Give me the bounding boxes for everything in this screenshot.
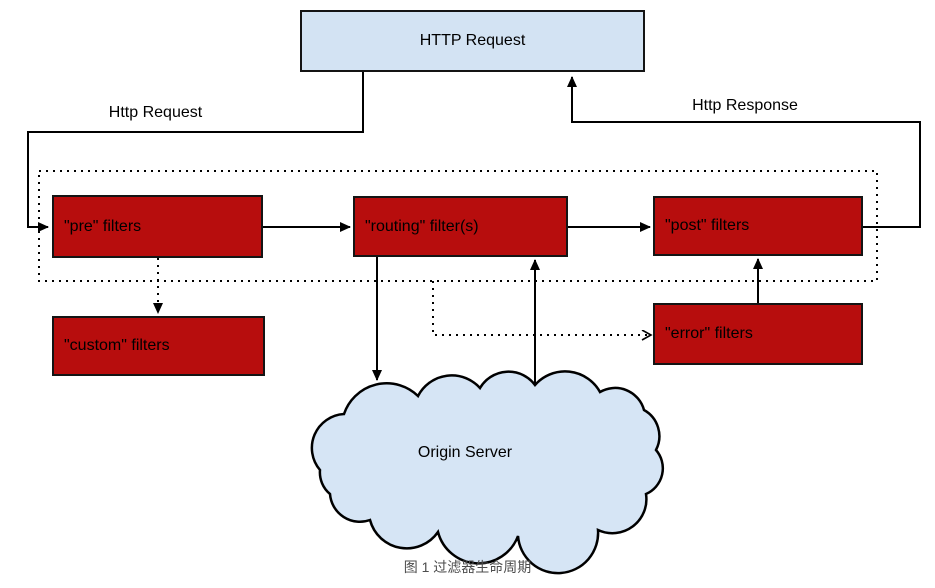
custom-filters-box: "custom" filters [52,316,265,376]
error-filters-box: "error" filters [653,303,863,365]
arrow-lifecycle-to-error [432,281,650,335]
flow-http-response-line [567,76,921,228]
http-response-edge-label: Http Response [692,97,798,114]
pre-filters-box: "pre" filters [52,195,263,258]
http-request-box-label: HTTP Request [419,32,526,49]
routing-filters-label: "routing" filter(s) [365,217,479,235]
routing-filters-box: "routing" filter(s) [353,196,568,257]
http-request-edge-label: Http Request [108,104,203,121]
origin-server-cloud [310,370,665,575]
custom-filters-label: "custom" filters [64,337,170,354]
pre-filters-label: "pre" filters [64,217,142,235]
http-request-box: HTTP Request [300,10,645,72]
figure-caption: 图 1 过滤器生命周期 [403,559,532,575]
flow-http-request-line [27,72,364,232]
origin-server-label: Origin Server [417,444,513,461]
post-filters-box: "post" filters [653,196,863,256]
error-filters-label: "error" filters [665,325,753,342]
post-filters-label: "post" filters [665,217,750,234]
